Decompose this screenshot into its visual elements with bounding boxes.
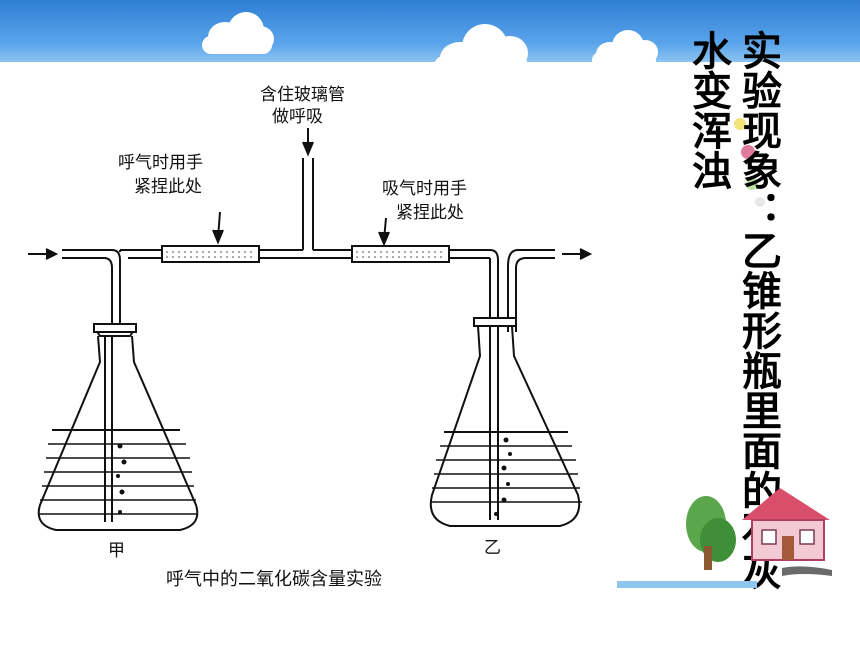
tube-system xyxy=(28,128,593,522)
cloud-right xyxy=(590,28,660,70)
right-flask xyxy=(429,317,582,527)
mouthpiece-label-line1: 含住玻璃管 xyxy=(260,85,345,105)
right-clamp-label-line1: 吸气时用手 xyxy=(382,179,467,199)
right-clamp-label-line2: 紧捏此处 xyxy=(396,203,464,223)
right-flask-label: 乙 xyxy=(484,538,501,558)
header-band xyxy=(0,0,860,62)
mouthpiece-label-line2: 做呼吸 xyxy=(272,107,323,127)
diagram-caption: 呼气中的二氧化碳含量实验 xyxy=(166,569,382,590)
left-flask-label: 甲 xyxy=(108,541,125,561)
accent-line xyxy=(617,581,757,588)
house-clipart-icon xyxy=(686,488,832,576)
left-clamp-label-line1: 呼气时用手 xyxy=(118,153,203,173)
flower-icon xyxy=(734,118,765,207)
left-flask xyxy=(37,323,199,531)
cloud-left xyxy=(198,8,278,58)
observation-column-2: 水变浑浊 xyxy=(685,30,732,190)
cloud-center xyxy=(432,20,532,78)
left-clamp-label-line2: 紧捏此处 xyxy=(134,177,202,197)
